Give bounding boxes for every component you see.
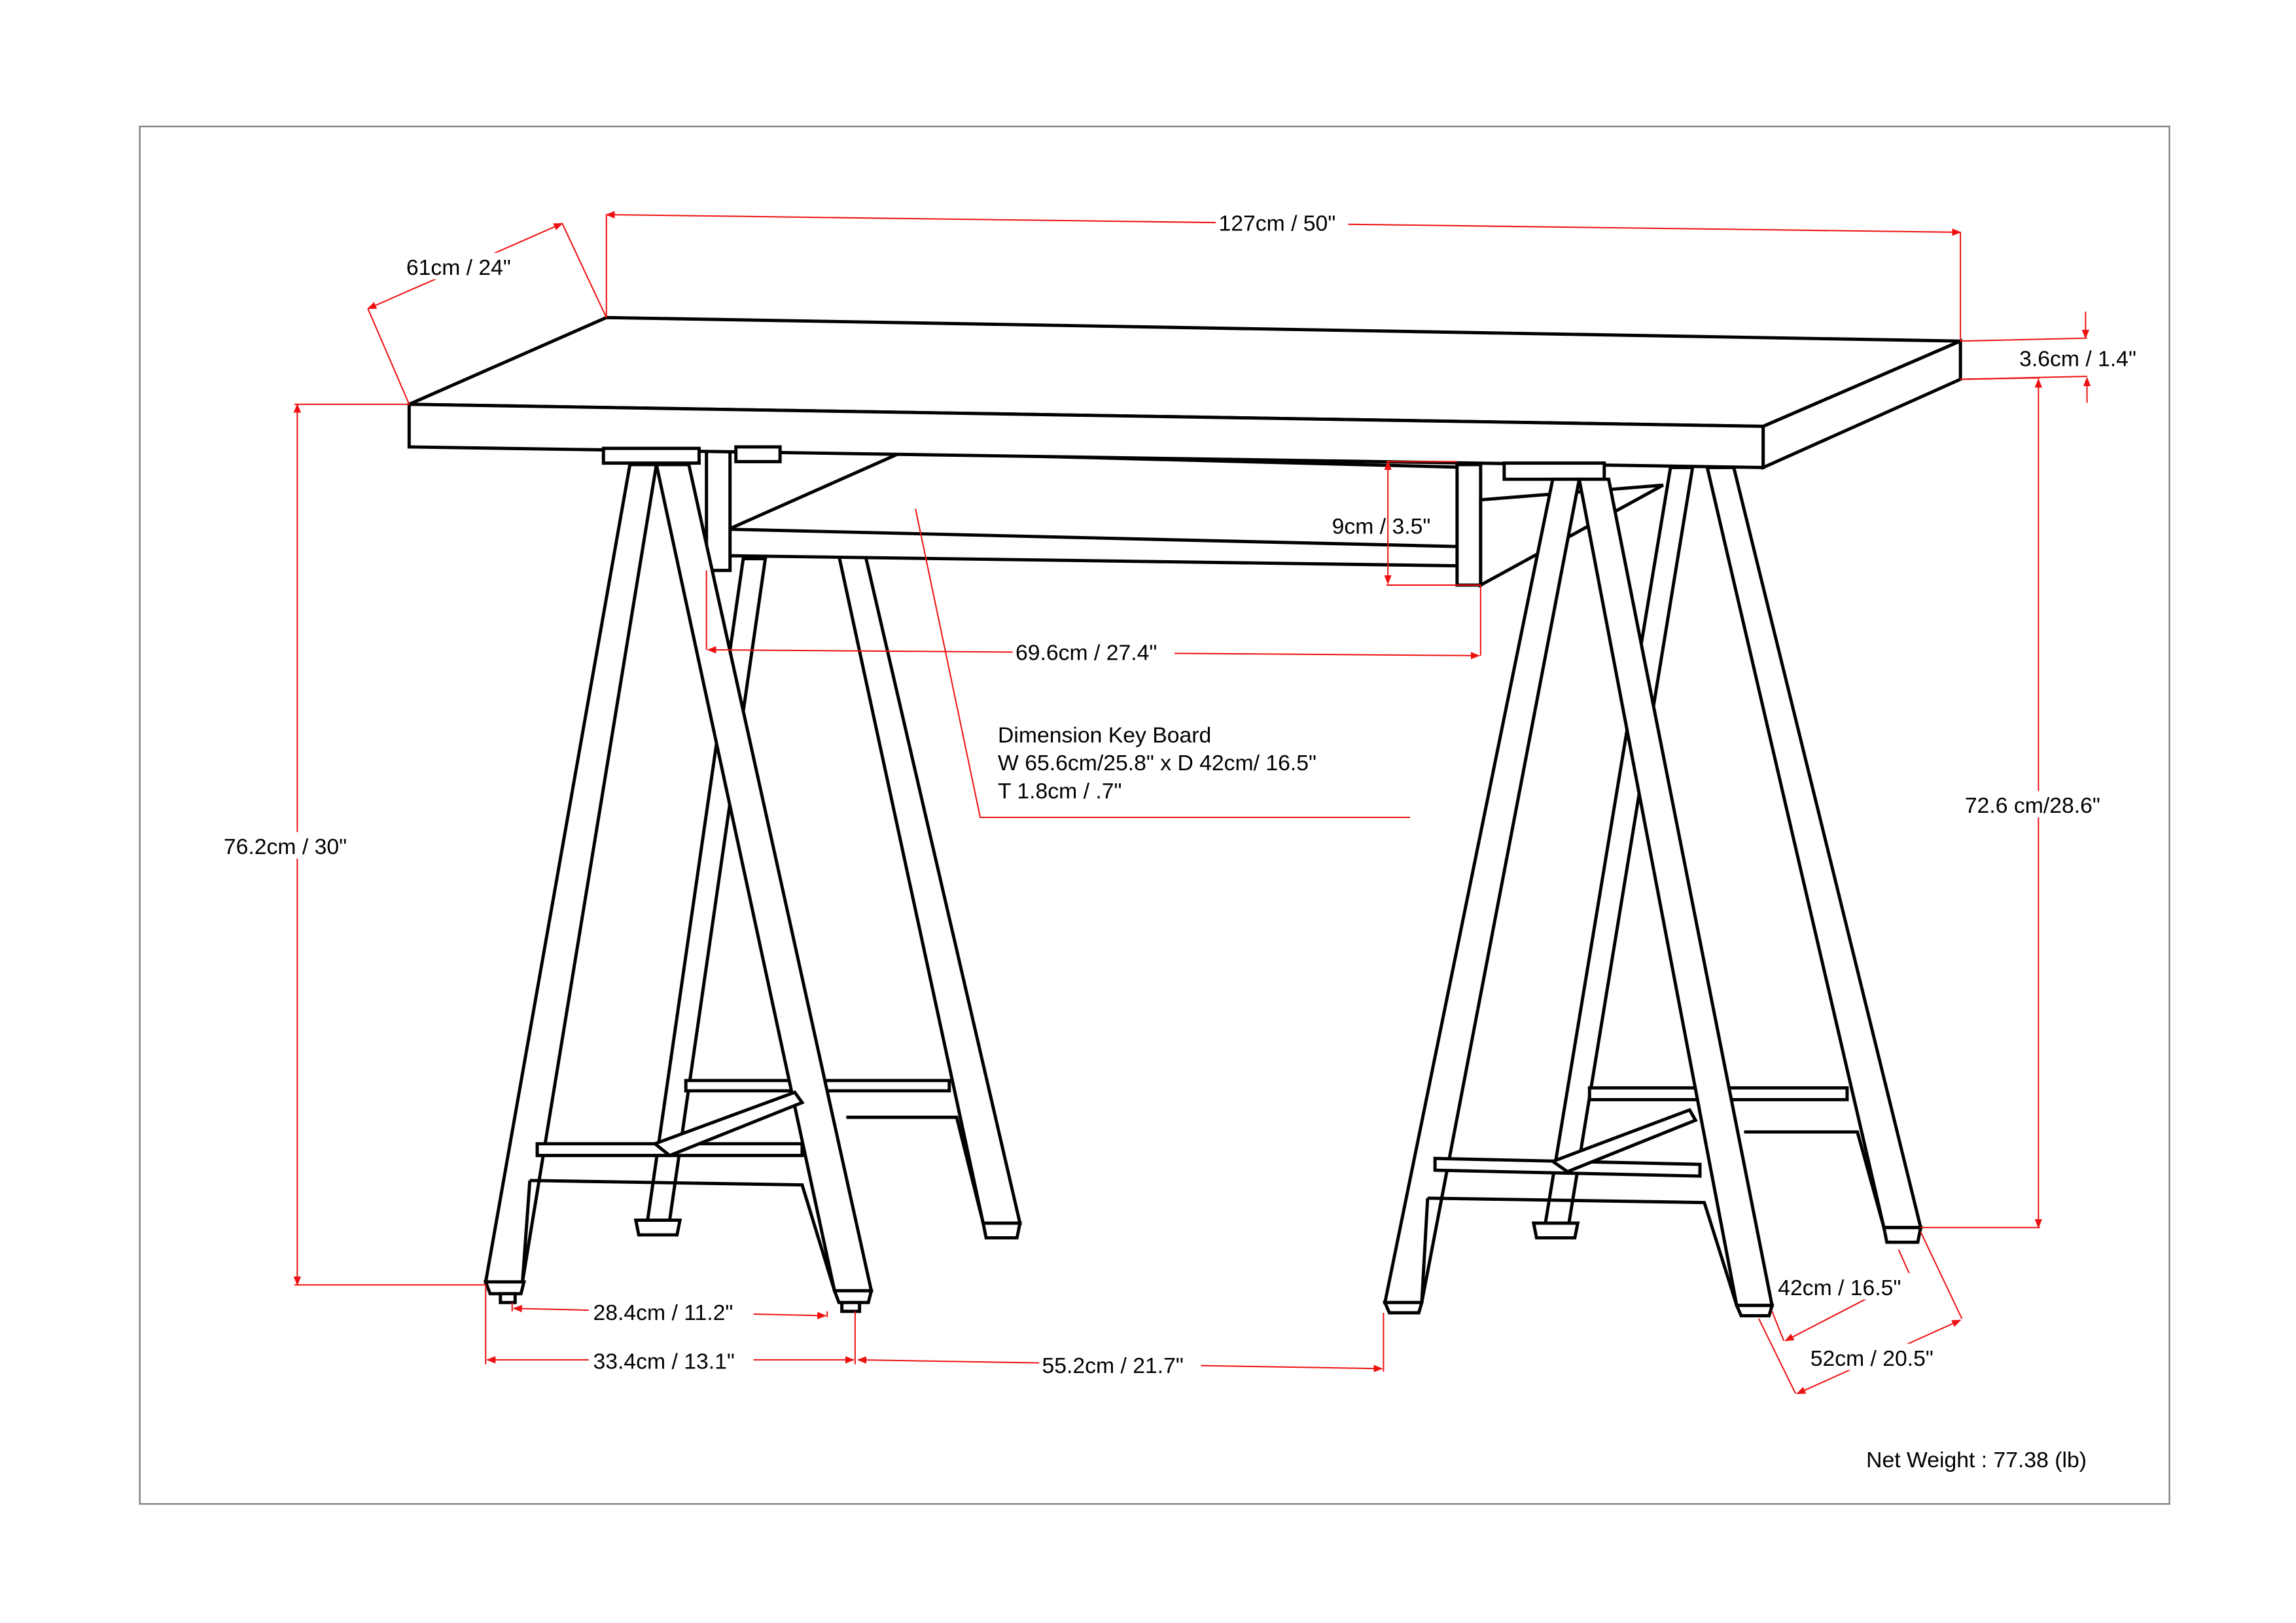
keyboard-tray (705, 445, 1664, 588)
leg-inner-depth-label: 42cm / 16.5" (1778, 1275, 1901, 1300)
top-thickness-label: 3.6cm / 1.4" (2019, 346, 2136, 371)
inner-width-label: 69.6cm / 27.4" (1016, 641, 1157, 666)
overall-width-label: 127cm / 50" (1218, 211, 1335, 236)
right-trestle-front (1382, 477, 1775, 1317)
dimension-labels: 127cm / 50" 61cm / 24" 3.6cm / 1.4" 76.2… (221, 208, 2136, 1472)
shelf-height-label: 9cm / 3.5" (1332, 514, 1431, 539)
net-weight-label: Net Weight : 77.38 (lb) (1866, 1448, 2087, 1472)
keyboard-note-line1: W 65.6cm/25.8" x D 42cm/ 16.5" (998, 751, 1316, 776)
desk-drawing (407, 315, 1962, 1317)
overall-depth-label: 61cm / 24" (406, 255, 511, 280)
overall-height-label: 76.2cm / 30" (224, 834, 347, 859)
leg-height-label: 72.6 cm/28.6" (1965, 793, 2100, 818)
keyboard-note-title: Dimension Key Board (998, 722, 1211, 747)
keyboard-note-line2: T 1.8cm / .7" (998, 779, 1122, 804)
leg-outer-depth-label: 52cm / 20.5" (1810, 1346, 1934, 1371)
left-trestle-front (483, 463, 874, 1313)
table-top (407, 315, 1962, 481)
keyboard-note: Dimension Key Board W 65.6cm/25.8" x D 4… (998, 722, 1316, 803)
foot-outer-width-label: 33.4cm / 13.1" (593, 1349, 734, 1374)
page-frame (139, 126, 2170, 1505)
leg-gap-label: 55.2cm / 21.7" (1042, 1353, 1184, 1378)
foot-inner-width-label: 28.4cm / 11.2" (593, 1300, 733, 1325)
